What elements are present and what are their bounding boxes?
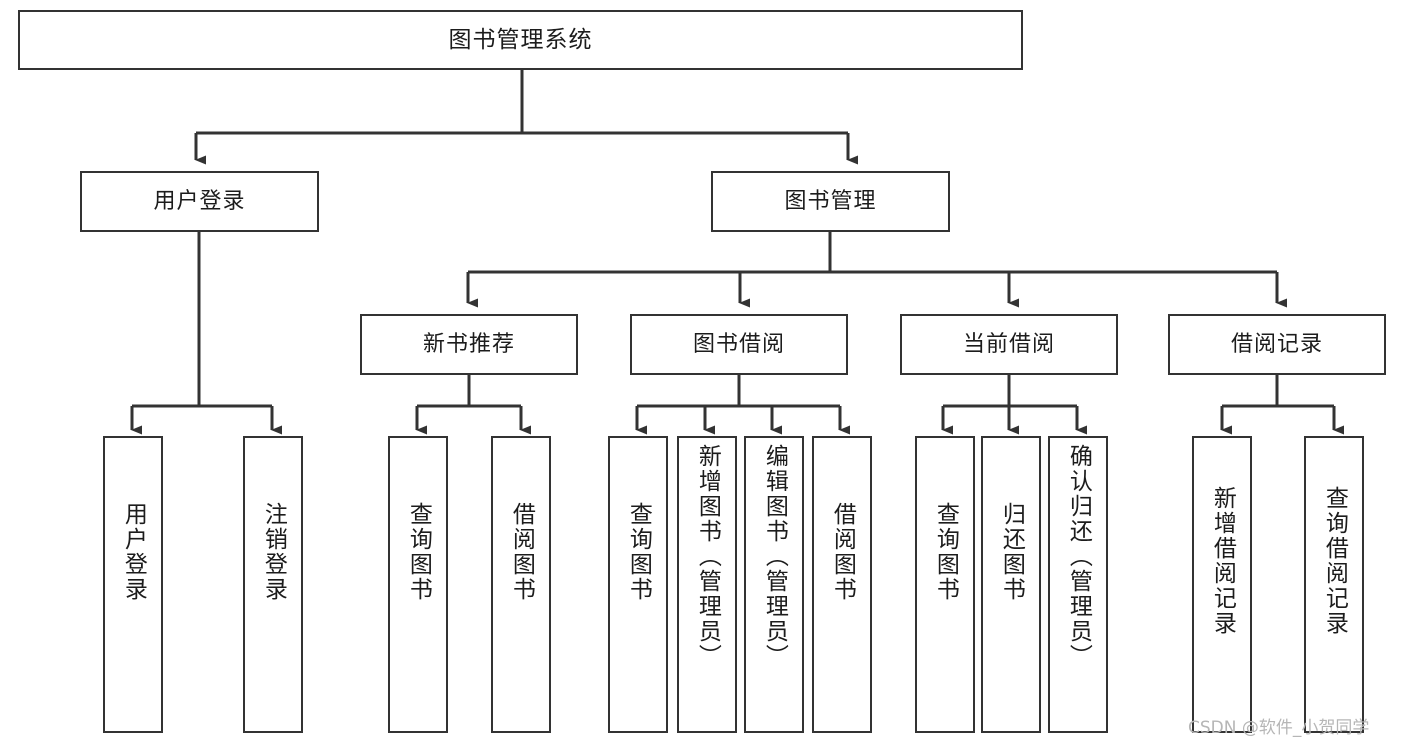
node-label: 图书管理系统 bbox=[448, 26, 593, 53]
node-label: 借阅记录 bbox=[1230, 331, 1323, 357]
leaf-current-borrow-return-book[interactable]: 归还图书 bbox=[981, 436, 1041, 733]
node-new-book-recommend[interactable]: 新书推荐 bbox=[360, 314, 578, 375]
node-label: 查询借阅记录 bbox=[1321, 486, 1348, 636]
node-label: 新增图书（管理员） bbox=[694, 444, 721, 669]
node-label: 用户登录 bbox=[120, 502, 147, 602]
node-borrow-record[interactable]: 借阅记录 bbox=[1168, 314, 1386, 375]
node-user-login[interactable]: 用户登录 bbox=[80, 171, 319, 232]
leaf-user-login-logout[interactable]: 注销登录 bbox=[243, 436, 303, 733]
node-label: 编辑图书（管理员） bbox=[761, 444, 788, 669]
node-label: 查询图书 bbox=[932, 502, 959, 602]
node-label: 注销登录 bbox=[260, 502, 287, 602]
leaf-new-book-borrow-book[interactable]: 借阅图书 bbox=[491, 436, 551, 733]
node-root-book-management-system[interactable]: 图书管理系统 bbox=[18, 10, 1023, 70]
leaf-book-borrow-add-book-admin[interactable]: 新增图书（管理员） bbox=[677, 436, 737, 733]
node-label: 用户登录 bbox=[153, 188, 246, 214]
leaf-borrow-record-query-record[interactable]: 查询借阅记录 bbox=[1304, 436, 1364, 733]
leaf-book-borrow-query-book[interactable]: 查询图书 bbox=[608, 436, 668, 733]
node-label: 确认归还（管理员） bbox=[1065, 444, 1092, 669]
leaf-borrow-record-add-record[interactable]: 新增借阅记录 bbox=[1192, 436, 1252, 733]
leaf-book-borrow-edit-book-admin[interactable]: 编辑图书（管理员） bbox=[744, 436, 804, 733]
node-label: 查询图书 bbox=[405, 502, 432, 602]
node-label: 新书推荐 bbox=[422, 331, 515, 357]
node-book-borrow[interactable]: 图书借阅 bbox=[630, 314, 848, 375]
node-label: 借阅图书 bbox=[829, 502, 856, 602]
node-label: 借阅图书 bbox=[508, 502, 535, 602]
node-label: 新增借阅记录 bbox=[1209, 486, 1236, 636]
leaf-current-borrow-confirm-return-admin[interactable]: 确认归还（管理员） bbox=[1048, 436, 1108, 733]
leaf-current-borrow-query-book[interactable]: 查询图书 bbox=[915, 436, 975, 733]
leaf-new-book-query-book[interactable]: 查询图书 bbox=[388, 436, 448, 733]
node-label: 图书借阅 bbox=[692, 331, 785, 357]
leaf-user-login-login[interactable]: 用户登录 bbox=[103, 436, 163, 733]
node-book-management[interactable]: 图书管理 bbox=[711, 171, 950, 232]
node-label: 查询图书 bbox=[625, 502, 652, 602]
watermark: CSDN @软件_小贺同学 bbox=[1188, 718, 1370, 738]
node-label: 归还图书 bbox=[998, 502, 1025, 602]
leaf-book-borrow-borrow-book[interactable]: 借阅图书 bbox=[812, 436, 872, 733]
node-label: 当前借阅 bbox=[962, 331, 1055, 357]
node-current-borrow[interactable]: 当前借阅 bbox=[900, 314, 1118, 375]
node-label: 图书管理 bbox=[784, 188, 877, 214]
